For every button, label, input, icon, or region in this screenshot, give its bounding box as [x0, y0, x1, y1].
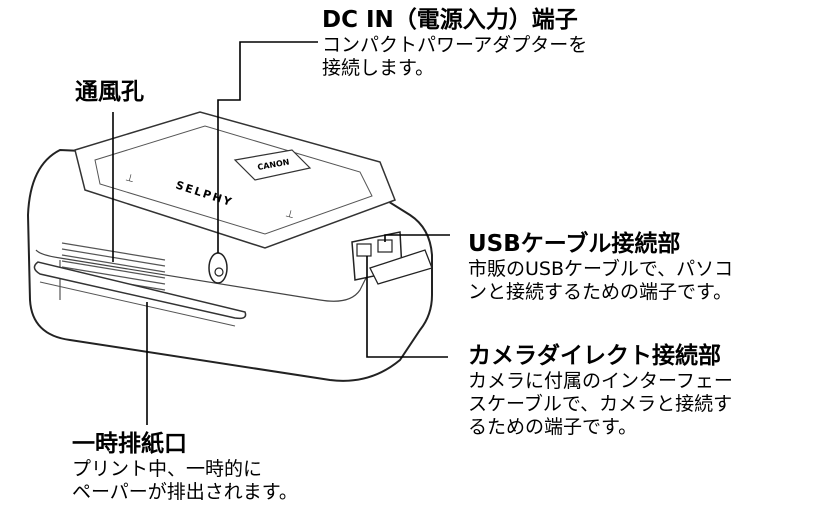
tray-mark-1: ⊥ [124, 172, 135, 185]
camera-direct-desc-line-1: カメラに付属のインターフェー [468, 370, 733, 392]
dc-in-desc-line-2: 接続します。 [322, 57, 435, 79]
dc-in-title: DC IN（電源入力）端子 [322, 7, 578, 33]
usb-desc-line-1: 市販のUSBケーブルで、パソコ [468, 258, 734, 280]
top-tray-inner [94, 125, 373, 235]
temp-output-slot [33, 261, 247, 320]
usb-port [356, 243, 372, 257]
top-badge [233, 149, 312, 181]
vent-label-group: 通風孔 [75, 78, 144, 106]
usb-leader [384, 234, 450, 242]
temp-output-desc-line-1: プリント中、一時的に [72, 458, 263, 480]
vent-slot [61, 266, 166, 285]
vent-slot [61, 254, 166, 273]
dc-in-label-group: DC IN（電源入力）端子 コンパクトパワーアダプターを 接続します。 [322, 6, 587, 80]
camera-direct-title: カメラダイレクト接続部 [468, 343, 721, 369]
vent-slot [61, 260, 166, 279]
top-tray [74, 111, 396, 249]
usb-desc-line-2: ンと接続するための端子です。 [468, 281, 733, 303]
temp-output-label-group: 一時排紙口 プリント中、一時的に ペーパーが排出されます。 [72, 430, 298, 504]
leader-lines [112, 41, 450, 425]
usb-label-group: USBケーブル接続部 市販のUSBケーブルで、パソコ ンと接続するための端子です… [468, 230, 733, 304]
camera-direct-desc-line-2: スケーブルで、カメラと接続す [468, 393, 733, 415]
temp-output-title: 一時排紙口 [72, 431, 187, 457]
camera-direct-desc-line-3: るための端子です。 [468, 416, 638, 438]
temp-output-slot-lower [39, 281, 236, 327]
tray-mark-2: ⊥ [284, 208, 295, 221]
temp-output-desc-line-2: ペーパーが排出されます。 [72, 481, 298, 503]
dc-in-leader [217, 41, 318, 253]
dc-in-jack-hole [214, 267, 224, 277]
camera-direct-leader [366, 256, 448, 358]
dc-in-desc-line-1: コンパクトパワーアダプターを [322, 34, 588, 56]
port-cover [369, 249, 433, 285]
vent-title: 通風孔 [75, 79, 144, 105]
camera-direct-label-group: カメラダイレクト接続部 カメラに付属のインターフェー スケーブルで、カメラと接続… [468, 342, 733, 439]
usb-title: USBケーブル接続部 [468, 231, 681, 257]
front-edge [35, 249, 381, 302]
